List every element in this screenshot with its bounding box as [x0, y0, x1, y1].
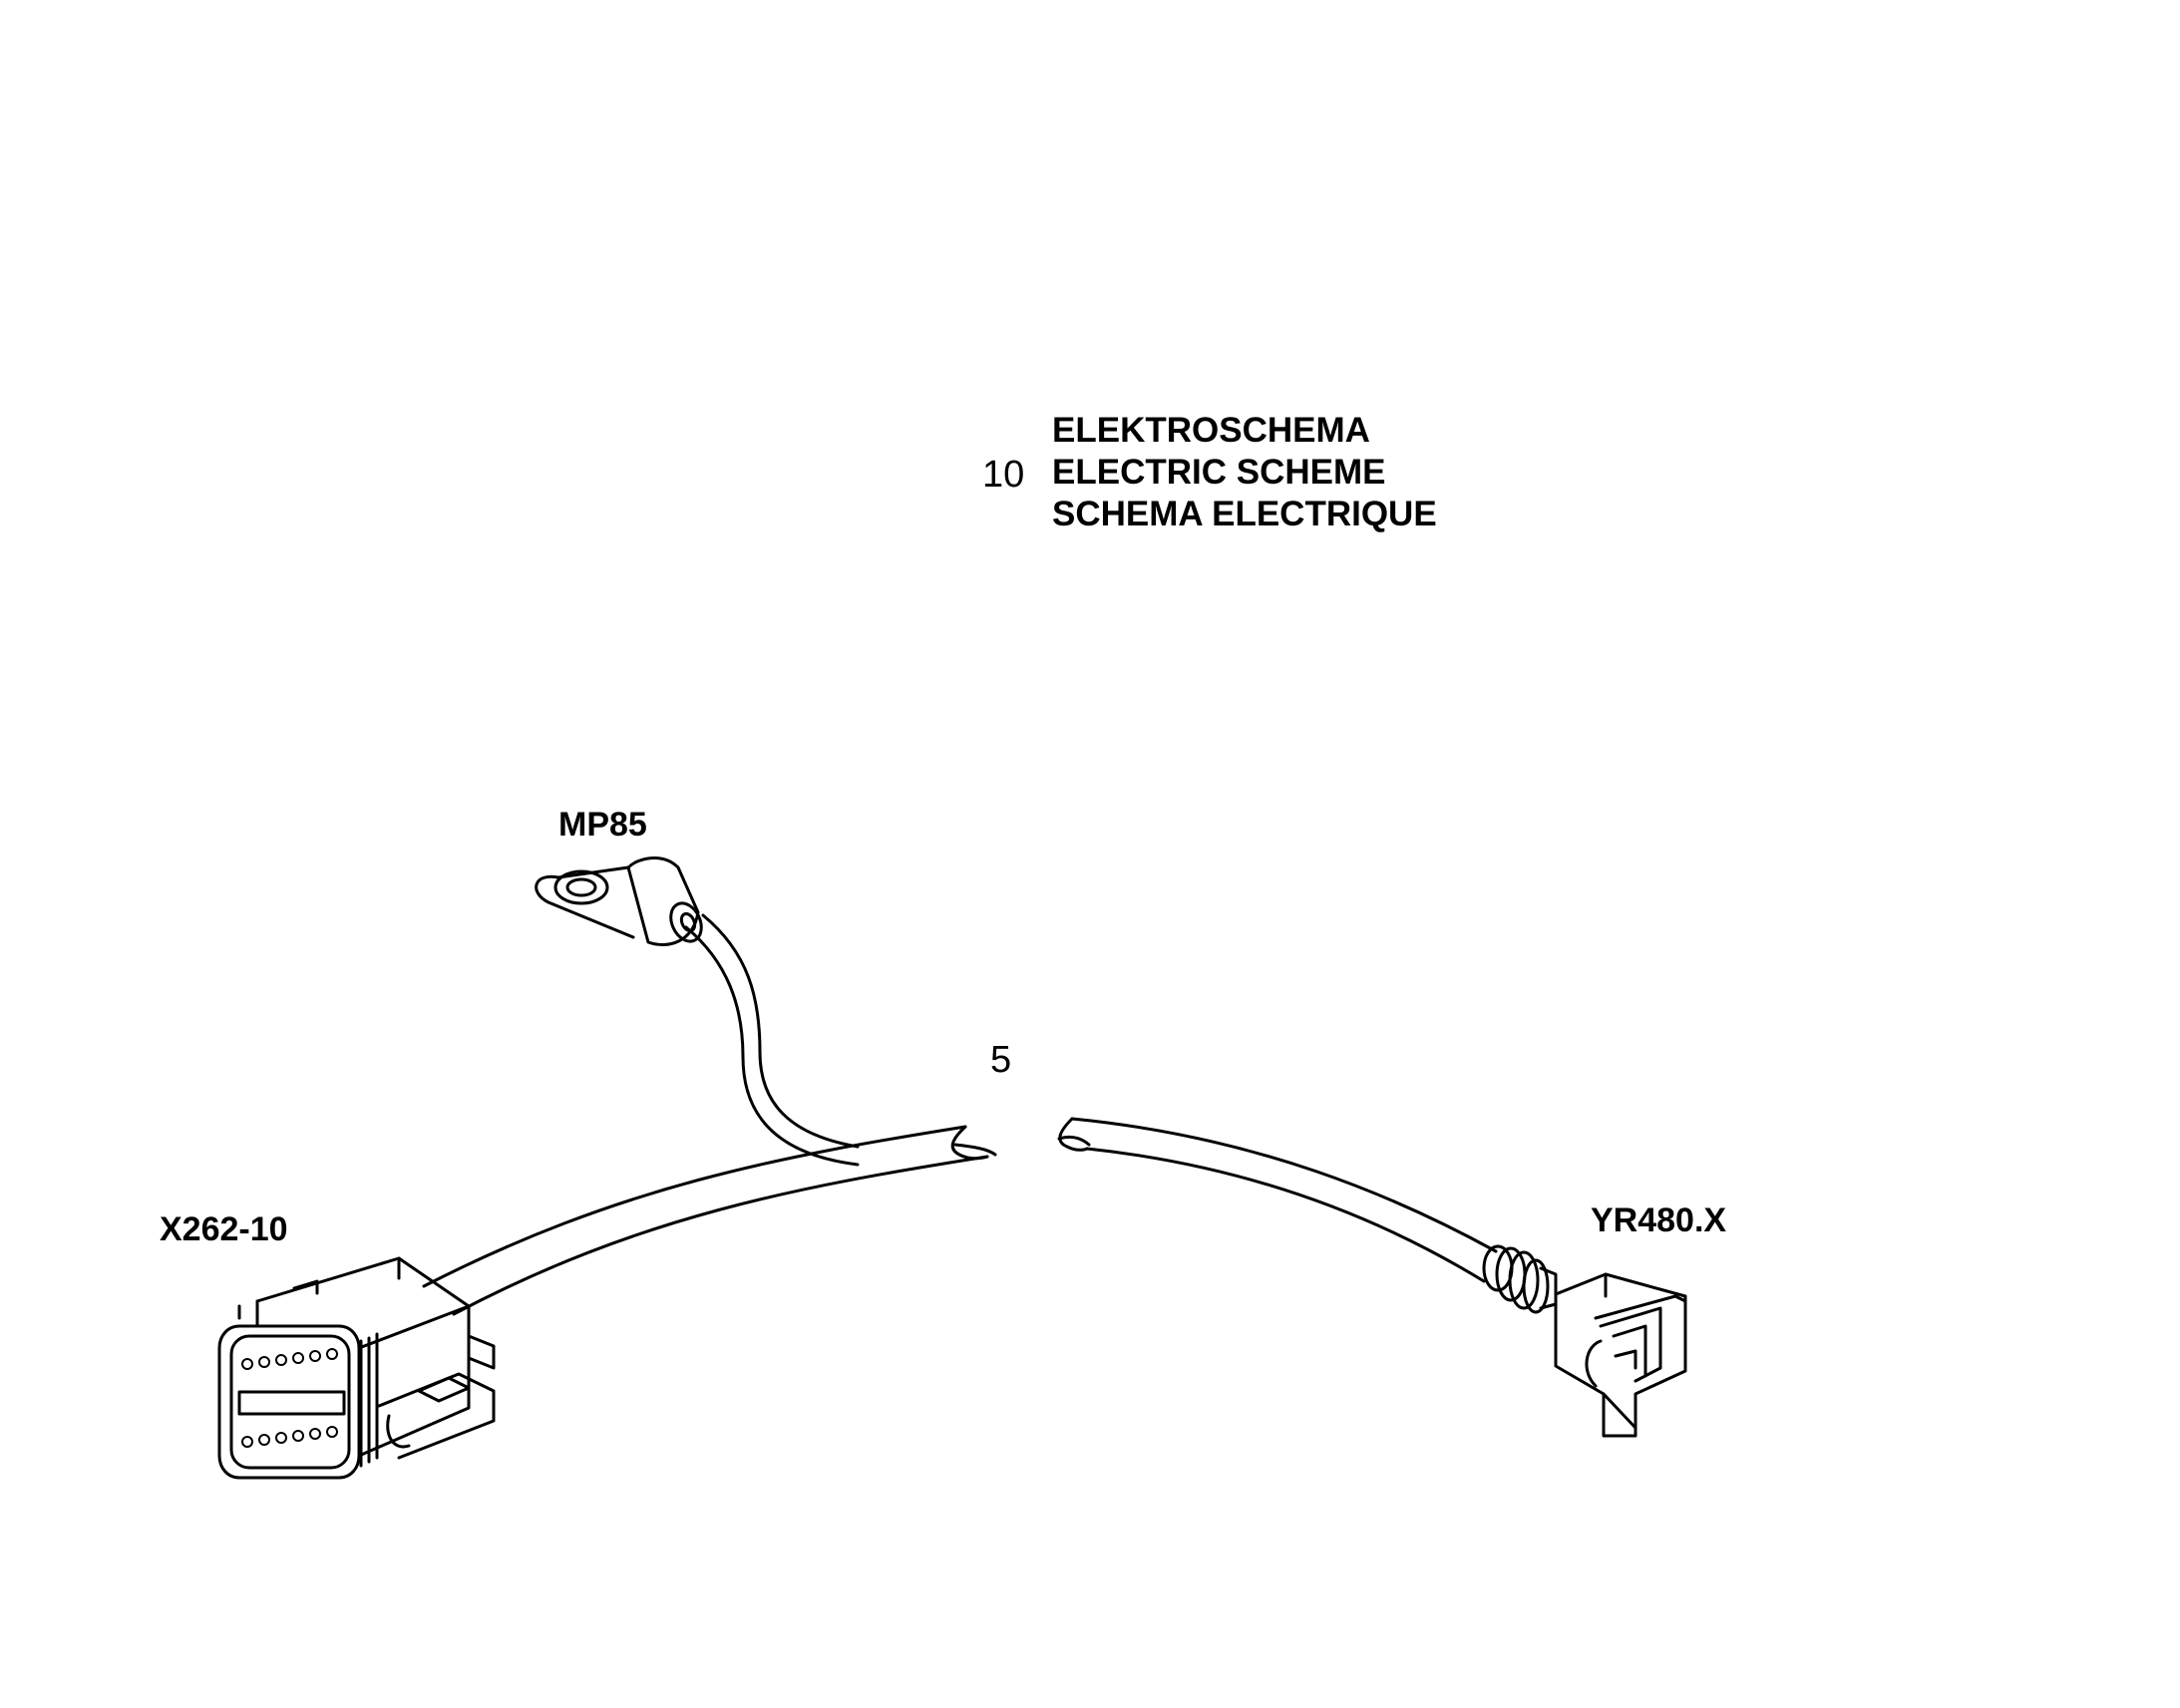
connector-x262-10 [217, 1256, 496, 1480]
harness-cable-left [422, 1125, 997, 1316]
connector-yr480-x [1482, 1244, 1687, 1438]
title-ref-number: 10 [982, 454, 1025, 496]
title-line-en: ELECTRIC SCHEME [1052, 453, 1386, 492]
harness-ref-number: 5 [990, 1039, 1012, 1081]
label-x262-10: X262-10 [160, 1210, 288, 1248]
ground-ring-terminal [535, 856, 703, 946]
connector-x262-10-pins [241, 1348, 338, 1448]
label-yr480-x: YR480.X [1591, 1201, 1727, 1239]
harness-cable-right [1057, 1117, 1498, 1283]
label-mp85: MP85 [558, 806, 647, 844]
title-line-fr: SCHEMA ELECTRIQUE [1052, 495, 1437, 533]
title-line-nl: ELEKTROSCHEMA [1052, 411, 1370, 450]
branch-wire-mp85 [684, 913, 860, 1167]
